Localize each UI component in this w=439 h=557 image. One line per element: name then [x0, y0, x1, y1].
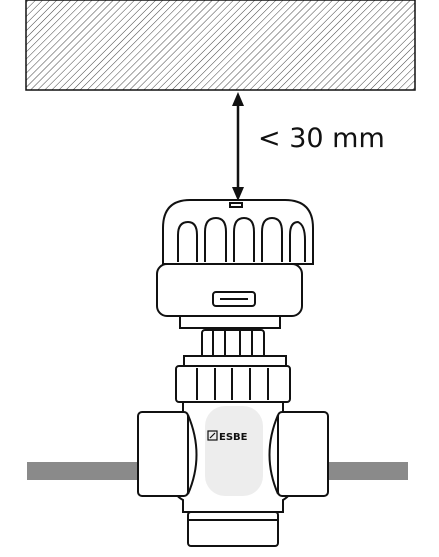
valve-nut: [175, 365, 291, 403]
valve-body: [137, 401, 329, 547]
actuator-body: [156, 263, 303, 317]
connector-neck: [179, 315, 287, 367]
brand-label: ESBE: [219, 432, 248, 443]
pipe-right: [326, 462, 408, 480]
pipe-left: [27, 462, 139, 480]
brand-label-patch: [205, 406, 263, 496]
actuator-knob: [162, 199, 314, 265]
dimension-label: < 30 mm: [258, 123, 385, 154]
dimension-arrow: [232, 92, 244, 201]
ceiling-block: [25, 0, 416, 91]
esbe-logo-icon: [207, 430, 218, 441]
